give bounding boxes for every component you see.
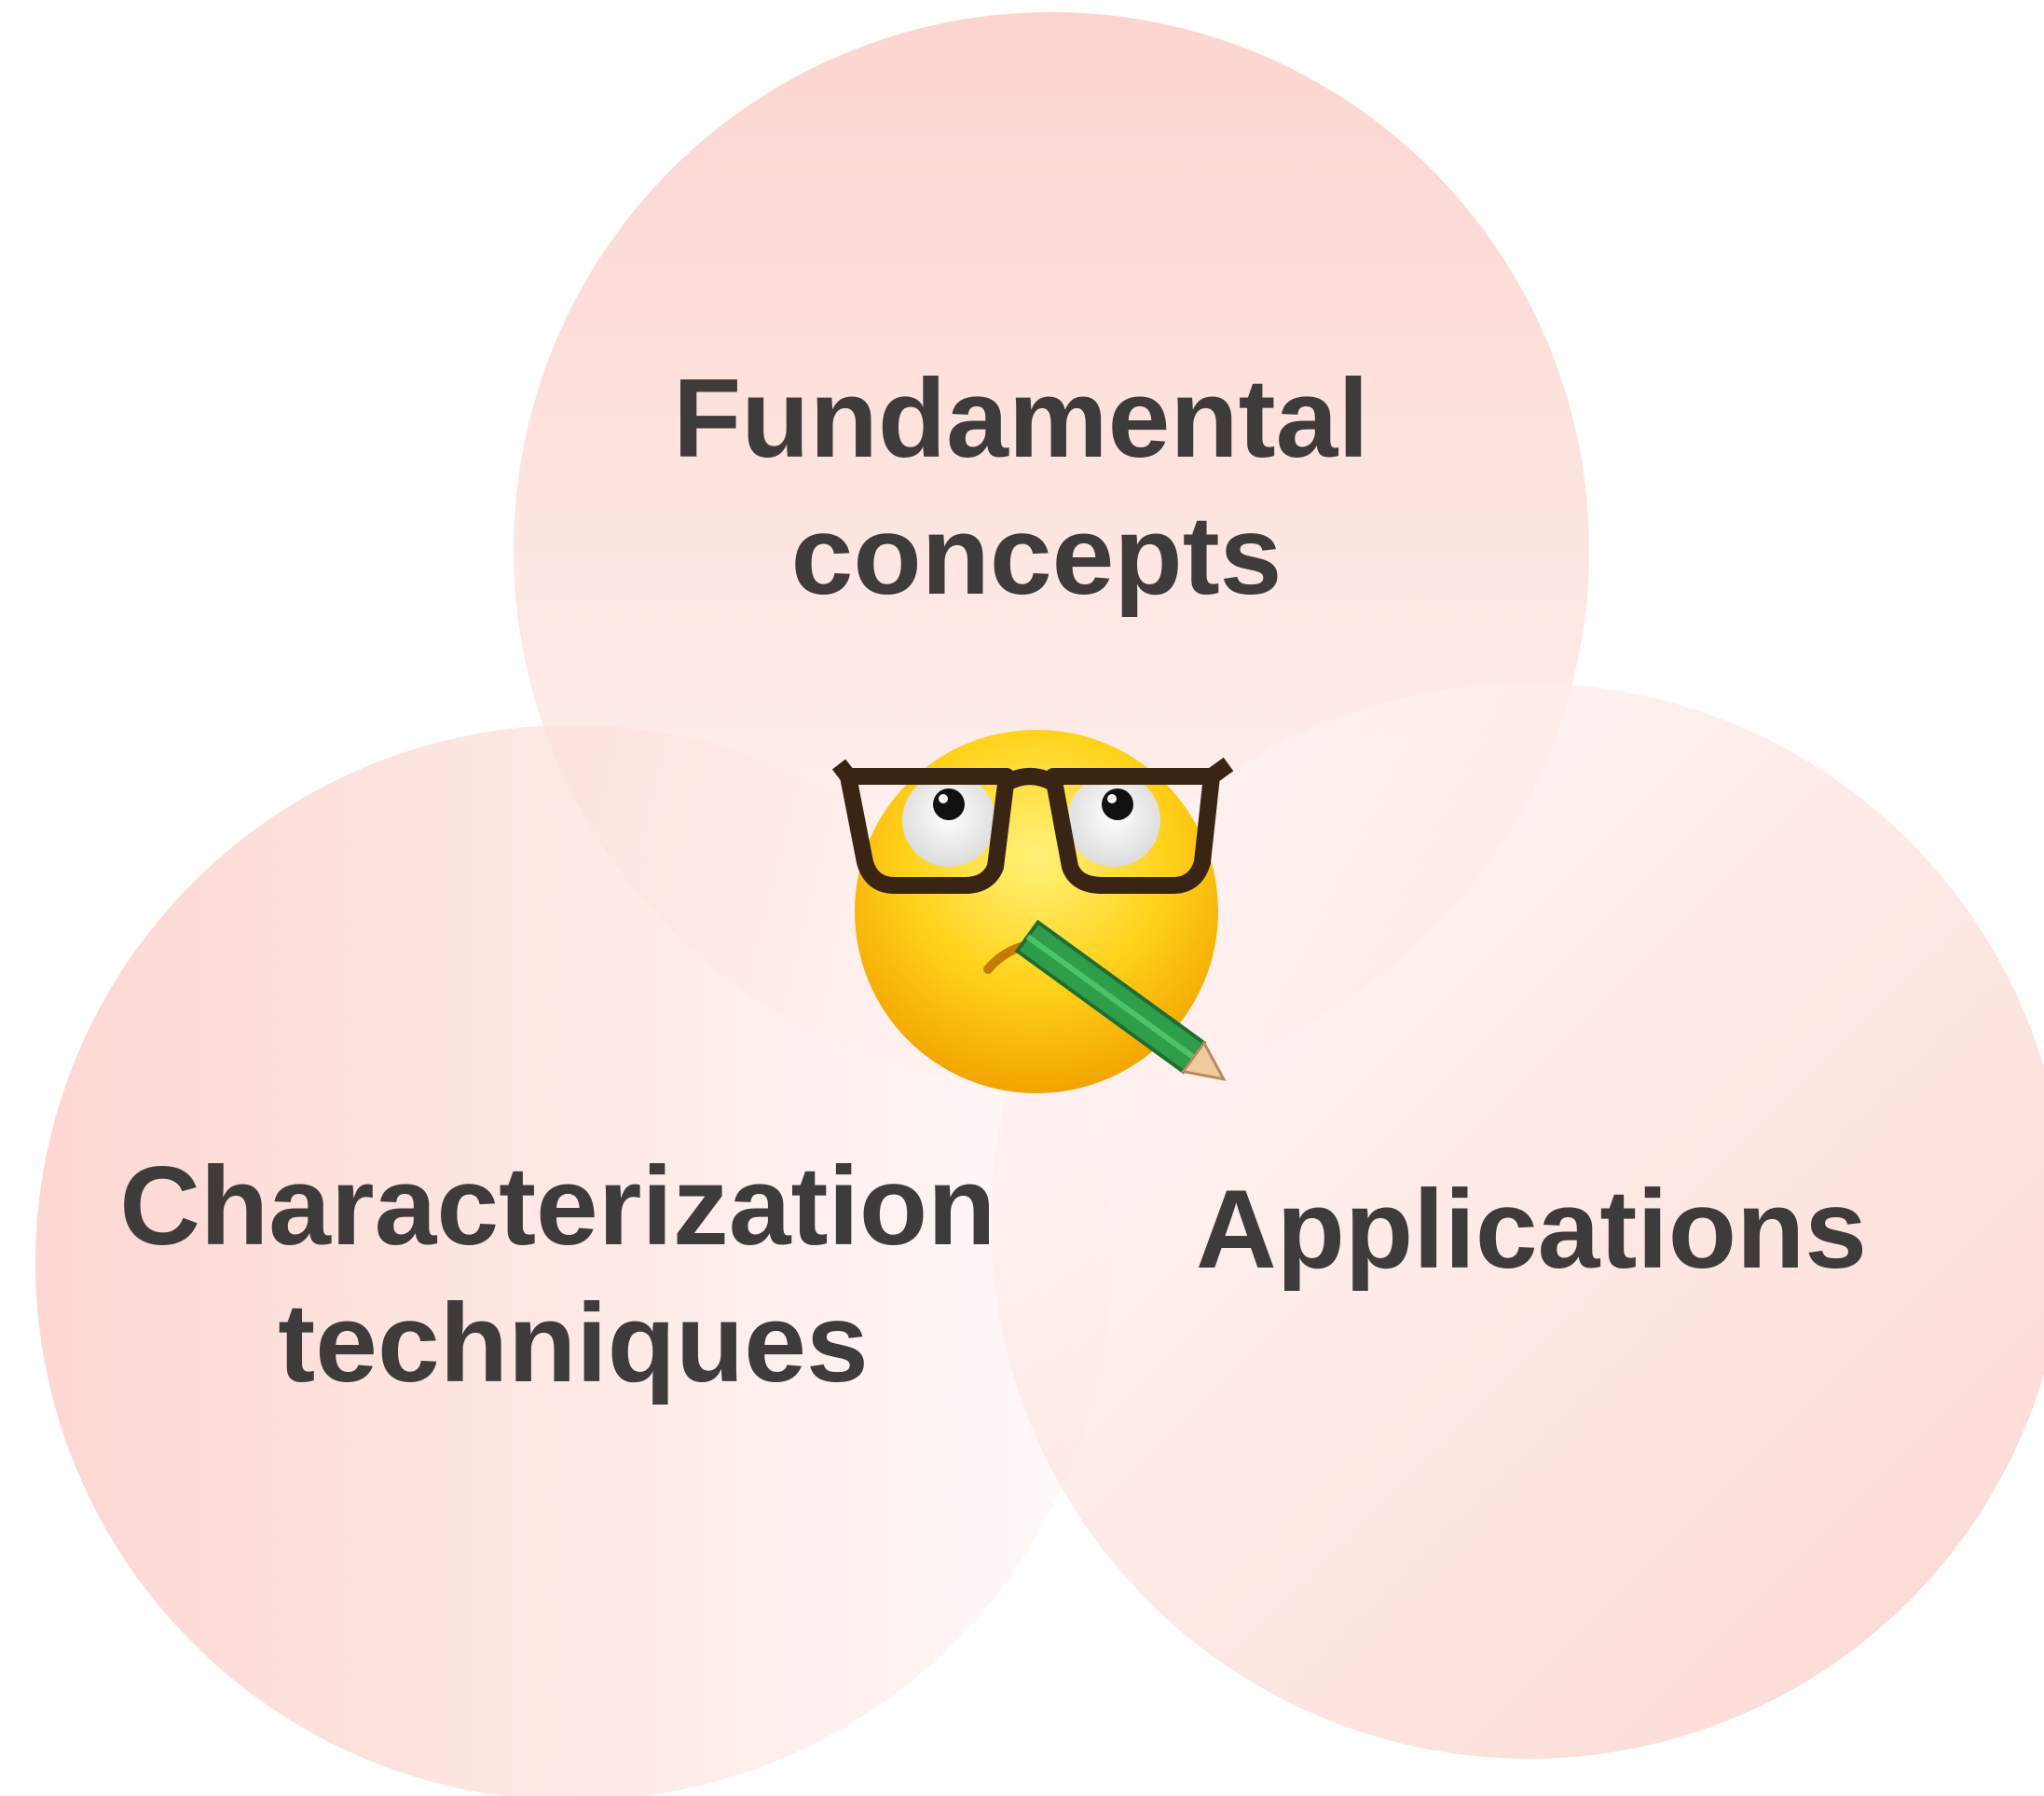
circle-right-label-line-1: Applications [1196,1167,1867,1292]
circle-left-label-line-2: techniques [278,1281,868,1405]
circle-right-label: Applications [1196,1167,1867,1292]
circle-top-label: Fundamental concepts [673,356,1400,618]
circle-left [35,725,1111,1796]
nerd-face-with-glasses-and-pencil-icon [831,730,1234,1093]
circle-left-label-line-1: Characterization [119,1144,995,1268]
circle-right [991,683,2044,1759]
circle-top-label-line-2: concepts [791,493,1283,618]
circle-left-label: Characterization techniques [119,1144,1027,1405]
circle-top-label-line-1: Fundamental [673,356,1369,481]
